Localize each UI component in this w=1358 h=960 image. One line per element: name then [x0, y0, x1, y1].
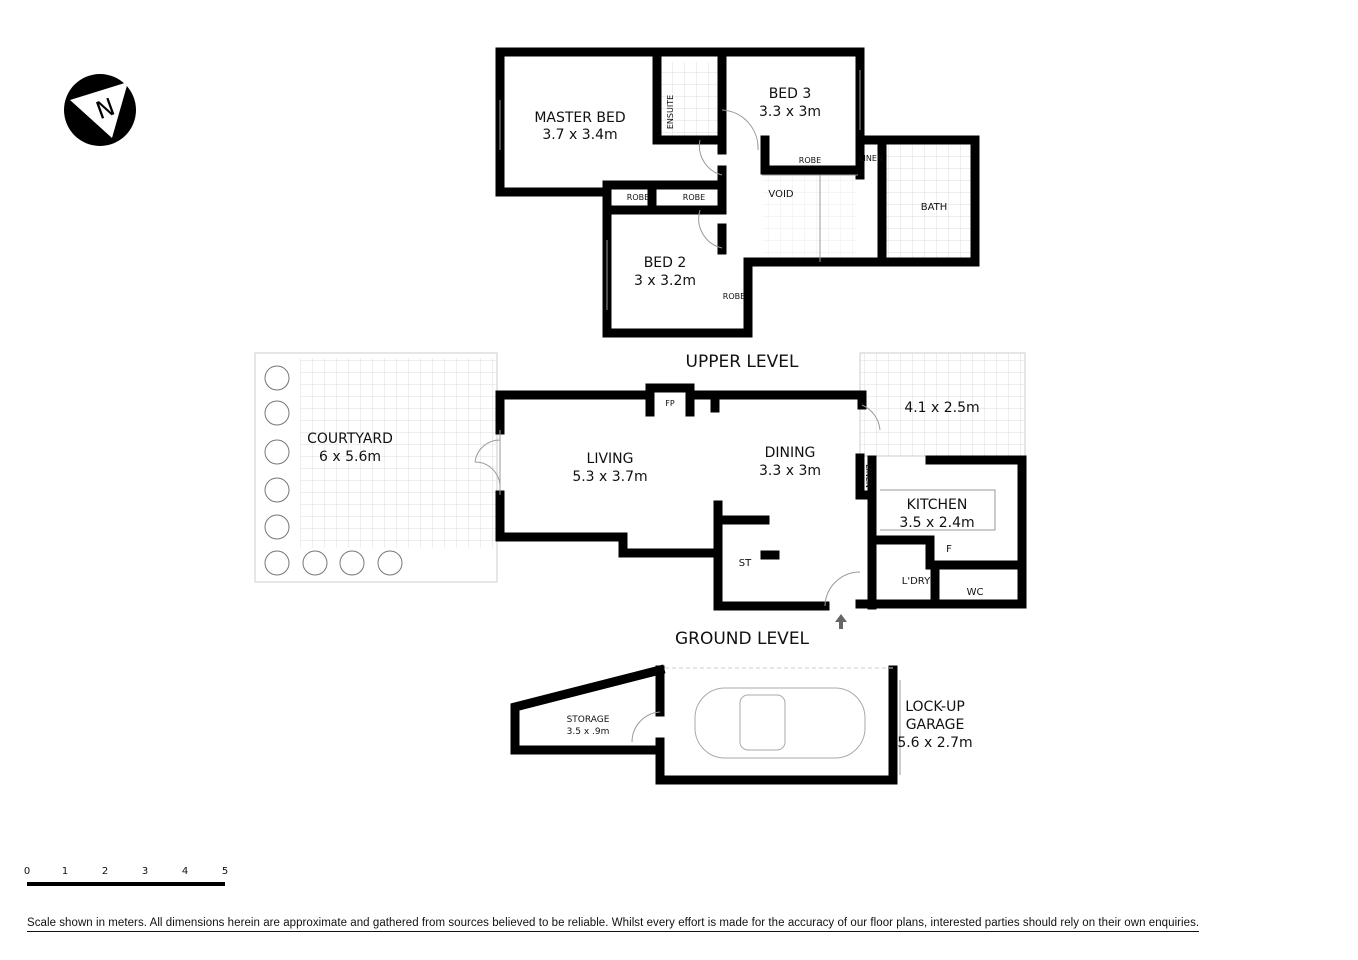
room-name: COURTYARD [307, 431, 393, 447]
scale-tick: 3 [142, 866, 148, 877]
robe-label: ROBE [723, 292, 745, 301]
scale-tick: 5 [222, 866, 228, 877]
room-size: 6 x 5.6m [319, 449, 381, 465]
ground-level-title: GROUND LEVEL [675, 629, 810, 649]
room-name: MASTER BED [534, 110, 625, 126]
room-name: DINING [765, 445, 816, 461]
garage-name-line1: LOCK-UP [905, 699, 965, 715]
upper-level-title: UPPER LEVEL [686, 352, 799, 372]
storage-name: STORAGE [567, 715, 610, 725]
storage-size: 3.5 x .9m [567, 727, 610, 737]
robe-label: ROBE [799, 156, 821, 165]
room-size: 3.3 x 3m [759, 104, 821, 120]
storage-label: ST [739, 558, 752, 569]
wc-label: WC [967, 587, 984, 598]
fridge-label: F [946, 544, 952, 555]
room-size: 5.3 x 3.7m [572, 469, 647, 485]
plant-icons [264, 365, 403, 576]
bath-label: BATH [921, 202, 948, 213]
room-size: 3.5 x 2.4m [899, 515, 974, 531]
fireplace-label: FP [665, 399, 675, 408]
entry-arrow-icon [835, 614, 847, 629]
scale-tick: 0 [24, 866, 30, 877]
room-name: BED 3 [769, 86, 812, 102]
scale-tick: 1 [62, 866, 68, 877]
void-label: VOID [768, 189, 793, 200]
robe-label: ROBE [627, 193, 649, 202]
terrace-size: 4.1 x 2.5m [904, 400, 979, 416]
room-size: 3.7 x 3.4m [542, 127, 617, 143]
room-size: 3 x 3.2m [634, 273, 696, 289]
ground-level-plan: COURTYARD 6 x 5.6m LIVING 5.3 x 3.7m DIN… [254, 352, 1027, 629]
garage-name-line2: GARAGE [906, 717, 965, 733]
garage-plan: STORAGE 3.5 x .9m LOCK-UP GARAGE 5.6 x 2… [510, 664, 973, 785]
scale-tick: 2 [102, 866, 108, 877]
linen-label: LINEN [864, 464, 873, 488]
car-icon [694, 687, 866, 759]
room-name: LIVING [587, 451, 634, 467]
room-size: 3.3 x 3m [759, 463, 821, 479]
robe-label: ROBE [683, 193, 705, 202]
garage-size: 5.6 x 2.7m [897, 735, 972, 751]
room-name: KITCHEN [907, 497, 968, 513]
room-name: BED 2 [644, 255, 687, 271]
north-arrow-icon: N [64, 74, 136, 146]
ensuite-label: ENSUITE [666, 95, 675, 129]
scale-tick: 4 [182, 866, 188, 877]
laundry-label: L'DRY [902, 576, 931, 587]
upper-level-plan: MASTER BED 3.7 x 3.4m BED 3 3.3 x 3m BED… [495, 47, 980, 338]
scale-bar: 0 1 2 3 4 5 [24, 866, 228, 886]
disclaimer: Scale shown in meters. All dimensions he… [27, 917, 1200, 932]
linen-label: LINEN [859, 154, 883, 163]
